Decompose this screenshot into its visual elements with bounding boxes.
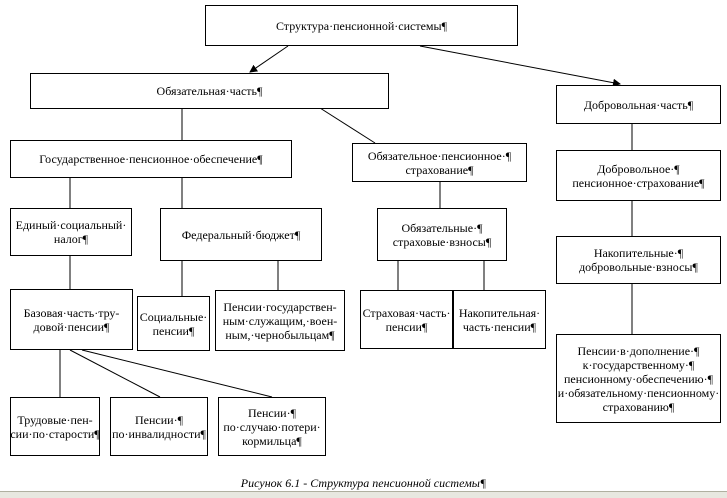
- line-basic-to-disability: [69, 349, 161, 398]
- line-basic-to-survivor: [81, 349, 273, 398]
- node-survivor: Пенсии·¶ по·случаю·потери· кормильца¶: [218, 397, 326, 456]
- line-mandatory-to-insurance: [319, 107, 376, 144]
- node-insurance-part: Страховая·часть· пенсии¶: [360, 290, 453, 349]
- node-unified-tax: Единый·социальный· налог¶: [10, 208, 132, 256]
- arrow-root-to-voluntary: [419, 45, 621, 87]
- node-mandatory: Обязательная·часть¶: [30, 73, 389, 109]
- node-funded-voluntary: Накопительные·¶ добровольные·взносы¶: [556, 236, 721, 284]
- node-mandatory-insurance: Обязательное·пенсионное·¶ страхование¶: [352, 143, 527, 182]
- node-social-pensions: Социальные· пенсии¶: [137, 296, 210, 351]
- node-insurance-contributions: Обязательные·¶ страховые·взносы¶: [377, 208, 507, 261]
- node-basic-pension: Базовая·часть·тру- довой·пенсии¶: [10, 289, 133, 350]
- node-voluntary: Добровольная·часть¶: [556, 85, 721, 124]
- node-state-pensions: Пенсии·государствен- ным·служащим,·воен-…: [215, 290, 345, 351]
- node-disability: Пенсии·¶ по·инвалидности¶: [110, 397, 208, 456]
- arrow-root-to-mandatory: [249, 45, 289, 73]
- node-funded-part: Накопительная· часть·пенсии¶: [453, 290, 546, 349]
- node-federal-budget: Федеральный·бюджет¶: [160, 208, 322, 261]
- node-state-provision: Государственное·пенсионное·обеспечение¶: [10, 140, 292, 178]
- node-old-age: Трудовые·пен- сии·по·старости¶: [10, 397, 100, 456]
- node-voluntary-insurance: Добровольное·¶ пенсионное·страхование¶: [556, 150, 721, 201]
- node-supplement: Пенсии·в·дополнение·¶ к·государственному…: [556, 334, 721, 423]
- node-root: Структура·пенсионной·системы¶: [205, 5, 518, 46]
- figure-caption: Рисунок 6.1 - Структура пенсионной систе…: [240, 476, 487, 490]
- status-strip: [0, 491, 727, 498]
